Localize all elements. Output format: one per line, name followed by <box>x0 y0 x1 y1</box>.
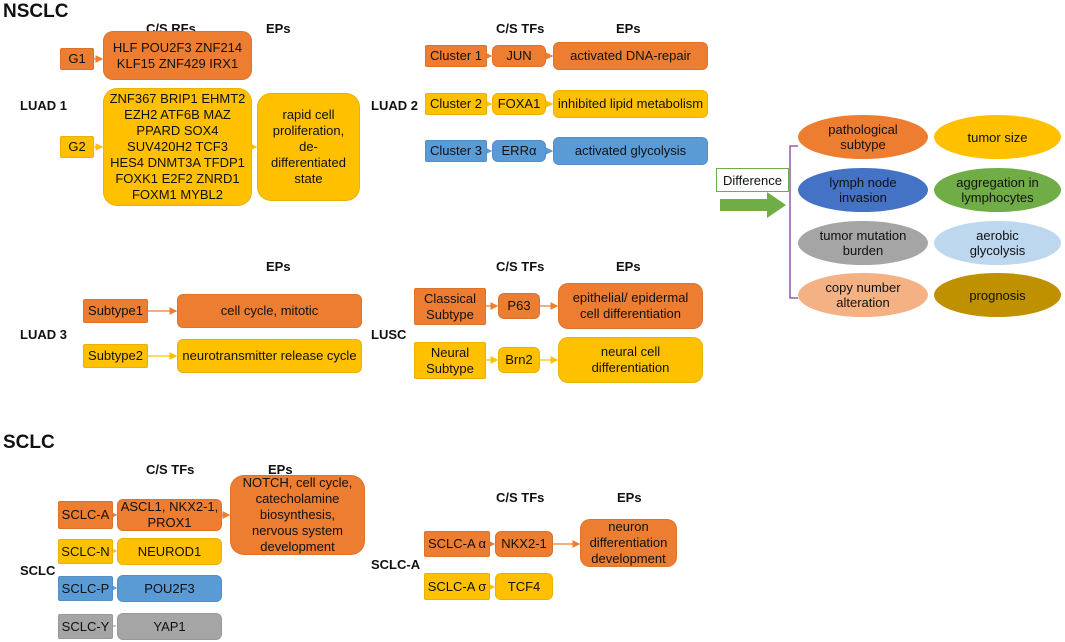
difference-label: Difference <box>716 168 789 192</box>
sclc-a-sigma-tf-node: TCF4 <box>495 573 553 600</box>
difference-aggregation-in-lymphocytes: aggregation in lymphocytes <box>934 168 1061 212</box>
sclc-a-alpha-ep-node: neuron differentiation development <box>580 519 677 567</box>
header-cs-tfs-sclca: C/S TFs <box>496 490 545 505</box>
luad2-cluster1-tf-node: JUN <box>492 45 546 67</box>
row-label-lusc: LUSC <box>371 327 407 342</box>
luad3-subtype2-ep-node: neurotransmitter release cycle <box>177 339 362 373</box>
header-eps-sclc: EPs <box>268 462 293 477</box>
sclc-a-alpha-tf-node: NKX2-1 <box>495 531 553 557</box>
luad2-cluster3-ep-node: activated glycolysis <box>553 137 708 165</box>
lusc-neural-tf-node: Brn2 <box>498 347 540 373</box>
luad2-cluster1-ep-node: activated DNA-repair <box>553 42 708 70</box>
luad1-g1-rfs-node: HLF POU2F3 ZNF214 KLF15 ZNF429 IRX1 <box>103 31 252 80</box>
header-cs-tfs-sclc: C/S TFs <box>146 462 195 477</box>
lusc-classical-ep-node: epithelial/ epidermal cell differentiati… <box>558 283 703 329</box>
luad1-g2-node: G2 <box>60 136 94 158</box>
lusc-neural-ep-node: neural cell differentiation <box>558 337 703 383</box>
row-label-luad3: LUAD 3 <box>20 327 67 342</box>
header-eps-sclca: EPs <box>617 490 642 505</box>
sclc-p-node: SCLC-P <box>58 576 113 601</box>
section-title-sclc: SCLC <box>3 432 55 453</box>
row-label-sclc: SCLC <box>20 563 56 578</box>
luad3-subtype1-ep-node: cell cycle, mitotic <box>177 294 362 328</box>
difference-lymph-node-invasion: lymph node invasion <box>798 168 928 212</box>
lusc-classical-tf-node: P63 <box>498 293 540 319</box>
luad1-g2-ep-node: rapid cell proliferation, de- differenti… <box>257 93 360 201</box>
header-cs-tfs-luad2: C/S TFs <box>496 21 545 36</box>
sclc-p-tf-node: POU2F3 <box>117 575 222 602</box>
difference-bracket <box>789 145 798 299</box>
luad3-subtype2-node: Subtype2 <box>83 344 148 368</box>
sclc-n-tf-node: NEUROD1 <box>117 538 222 565</box>
header-eps-lusc: EPs <box>616 259 641 274</box>
header-cs-tfs-lusc: C/S TFs <box>496 259 545 274</box>
lusc-classical-subtype-node: Classical Subtype <box>414 288 486 325</box>
difference-aerobic-glycolysis: aerobic glycolysis <box>934 221 1061 265</box>
luad2-cluster3-tf-node: ERRα <box>492 140 546 162</box>
luad2-cluster2-node: Cluster 2 <box>425 93 487 115</box>
lusc-neural-subtype-node: Neural Subtype <box>414 342 486 379</box>
header-eps-luad2: EPs <box>616 21 641 36</box>
sclc-a-tf-node: ASCL1, NKX2-1, PROX1 <box>117 499 222 531</box>
sclc-y-tf-node: YAP1 <box>117 613 222 640</box>
luad2-cluster2-ep-node: inhibited lipid metabolism <box>553 90 708 118</box>
row-label-sclca: SCLC-A <box>371 557 421 572</box>
sclc-a-sigma-node: SCLC-A σ <box>424 573 490 600</box>
sclc-a-alpha-node: SCLC-A α <box>424 531 490 557</box>
header-eps-luad3: EPs <box>266 259 291 274</box>
sclc-n-node: SCLC-N <box>58 539 113 564</box>
row-label-luad1: LUAD 1 <box>20 98 67 113</box>
sclc-a-node: SCLC-A <box>58 501 113 529</box>
difference-tumor-size: tumor size <box>934 115 1061 159</box>
row-label-luad2: LUAD 2 <box>371 98 418 113</box>
luad2-cluster2-tf-node: FOXA1 <box>492 93 546 115</box>
section-title-nsclc: NSCLC <box>3 1 69 22</box>
difference-copy-number-alteration: copy number alteration <box>798 273 928 317</box>
difference-prognosis: prognosis <box>934 273 1061 317</box>
sclc-a-ep-node: NOTCH, cell cycle, catecholamine biosynt… <box>230 475 365 555</box>
luad1-g2-rfs-node: ZNF367 BRIP1 EHMT2 EZH2 ATF6B MAZ PPARD … <box>103 88 252 206</box>
luad1-g1-node: G1 <box>60 48 94 70</box>
difference-pathological-subtype: pathological subtype <box>798 115 928 159</box>
difference-tumor-mutation-burden: tumor mutation burden <box>798 221 928 265</box>
sclc-y-node: SCLC-Y <box>58 614 113 639</box>
difference-arrow <box>720 192 786 218</box>
luad2-cluster3-node: Cluster 3 <box>425 140 487 162</box>
luad3-subtype1-node: Subtype1 <box>83 299 148 323</box>
header-eps-luad1: EPs <box>266 21 291 36</box>
luad2-cluster1-node: Cluster 1 <box>425 45 487 67</box>
